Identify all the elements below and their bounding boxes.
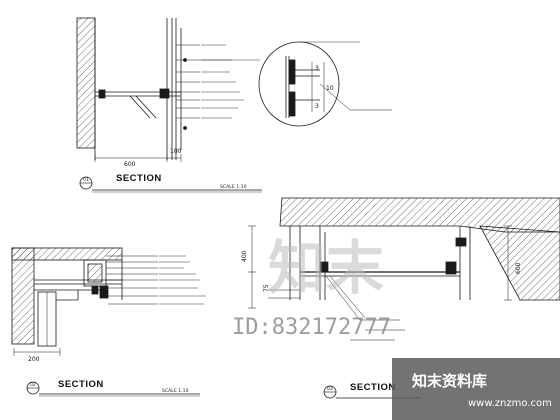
callout-dim-b: 10: [326, 85, 334, 92]
detail-1-drawing: [76, 17, 200, 162]
callout-dim-c: 3: [315, 103, 319, 110]
detail-1-dim-offset: 100: [170, 148, 182, 155]
detail-2-title-block: 02: [26, 381, 200, 397]
brand-name: 知末资料库: [412, 372, 487, 390]
detail-1-callout: [258, 41, 392, 127]
detail-1-title: SECTION: [116, 173, 162, 184]
callout-dim-a: 3: [315, 65, 319, 72]
watermark-cn: 知末: [268, 234, 384, 302]
detail-2-dim-width: 200: [28, 356, 40, 363]
detail-3-drawing: [248, 197, 560, 341]
detail-2-drawing: [11, 247, 158, 356]
watermark-id: ID:832172777: [232, 315, 391, 340]
detail-1-title-block: 01: [79, 176, 262, 193]
detail-2-annotations: [159, 255, 206, 305]
detail-3-dim-total: 600: [515, 262, 522, 274]
detail-3-dim-height: 400: [241, 250, 248, 262]
detail-2-scale: SCALE 1:10: [162, 388, 189, 394]
detail-1-dim-width: 600: [124, 161, 136, 168]
brand-banner: [392, 358, 560, 420]
detail-1-scale: SCALE 1:10: [220, 184, 247, 190]
detail-3-dim-small: 75: [263, 284, 270, 292]
svg-text:01: 01: [83, 177, 89, 183]
svg-text:02: 02: [30, 382, 36, 388]
brand-url: www.znzmo.com: [468, 398, 552, 409]
detail-1-annotations: [201, 44, 244, 119]
detail-2-title: SECTION: [58, 379, 104, 390]
detail-3-title: SECTION: [350, 382, 396, 393]
svg-text:03: 03: [327, 386, 333, 392]
